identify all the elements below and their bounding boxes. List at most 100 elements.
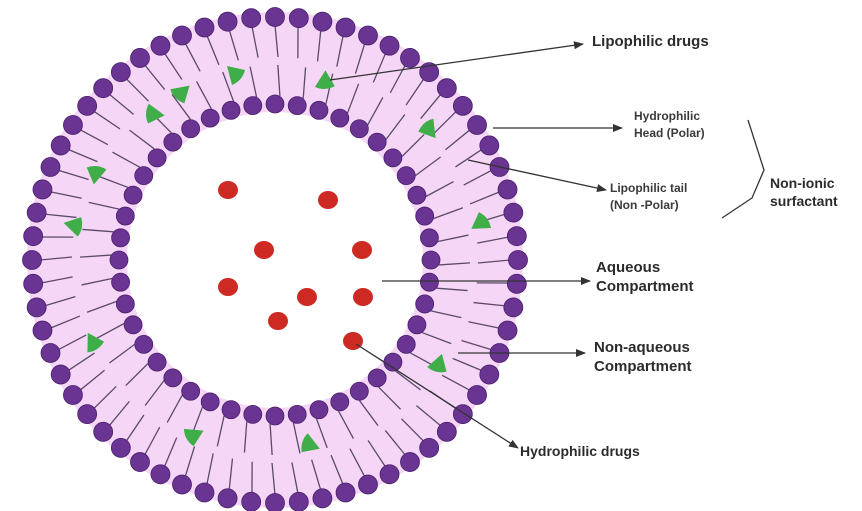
hydrophilic-head-icon xyxy=(266,8,285,27)
hydrophilic-head-icon xyxy=(33,180,52,199)
hydrophilic-head-icon xyxy=(182,382,200,400)
non-ionic-line2: surfactant xyxy=(770,192,838,210)
hydrophilic-drug-icon xyxy=(318,191,338,209)
hydrophilic-head-icon xyxy=(222,101,240,119)
hydrophilic-head-icon xyxy=(266,407,284,425)
hydrophilic-head-icon xyxy=(222,401,240,419)
hydrophilic-head-icon xyxy=(468,115,487,134)
hydrophilic-head-icon xyxy=(422,251,440,269)
hydrophilic-head-line2: Head (Polar) xyxy=(634,125,705,142)
hydrophilic-head-icon xyxy=(380,465,399,484)
hydrophilic-head-icon xyxy=(509,251,528,270)
hydrophilic-head-icon xyxy=(331,393,349,411)
hydrophilic-head-icon xyxy=(288,405,306,423)
hydrophilic-head-icon xyxy=(358,26,377,45)
hydrophilic-drug-icon xyxy=(254,241,274,259)
hydrophilic-head-icon xyxy=(182,120,200,138)
hydrophilic-head-icon xyxy=(51,136,70,155)
hydrophilic-head-icon xyxy=(480,136,499,155)
label-aqueous-compartment: Aqueous Compartment xyxy=(596,258,694,296)
non-aqueous-line2: Compartment xyxy=(594,357,692,376)
aqueous-line1: Aqueous xyxy=(596,258,694,277)
hydrophilic-head-icon xyxy=(148,353,166,371)
hydrophilic-head-icon xyxy=(453,405,472,424)
hydrophilic-head-icon xyxy=(164,369,182,387)
label-hydrophilic-drugs: Hydrophilic drugs xyxy=(520,442,640,461)
hydrophilic-drug-icon xyxy=(218,278,238,296)
hydrophilic-head-icon xyxy=(195,483,214,502)
hydrophilic-head-icon xyxy=(350,382,368,400)
hydrophilic-head-icon xyxy=(218,12,237,31)
hydrophilic-head-icon xyxy=(437,422,456,441)
hydrophilic-head-icon xyxy=(78,96,97,115)
label-lipophilic-tail: Lipophilic tail (Non -Polar) xyxy=(610,180,687,214)
hydrophilic-drug-icon xyxy=(353,288,373,306)
hydrophilic-head-icon xyxy=(453,96,472,115)
hydrophilic-head-icon xyxy=(130,48,149,67)
hydrophilic-head-icon xyxy=(401,48,420,67)
lipophilic-tail-line2: (Non -Polar) xyxy=(610,197,687,214)
hydrophilic-head-icon xyxy=(384,149,402,167)
label-non-aqueous-compartment: Non-aqueous Compartment xyxy=(594,338,692,376)
hydrophilic-head-icon xyxy=(358,475,377,494)
hydrophilic-head-icon xyxy=(310,401,328,419)
hydrophilic-head-icon xyxy=(111,438,130,457)
hydrophilic-head-icon xyxy=(289,492,308,511)
hydrophilic-head-icon xyxy=(218,489,237,508)
hydrophilic-head-icon xyxy=(78,405,97,424)
hydrophilic-head-icon xyxy=(288,97,306,115)
hydrophilic-head-icon xyxy=(201,109,219,127)
hydrophilic-head-icon xyxy=(124,186,142,204)
hydrophilic-head-icon xyxy=(420,438,439,457)
label-hydrophilic-head: Hydrophilic Head (Polar) xyxy=(634,108,705,142)
hydrophilic-head-icon xyxy=(116,207,134,225)
hydrophilic-head-icon xyxy=(289,9,308,28)
hydrophilic-head-icon xyxy=(401,453,420,472)
hydrophilic-head-icon xyxy=(380,36,399,55)
hydrophilic-head-icon xyxy=(368,133,386,151)
hydrophilic-drug-icon xyxy=(352,241,372,259)
non-ionic-line1: Non-ionic xyxy=(770,174,838,192)
hydrophilic-head-icon xyxy=(201,393,219,411)
hydrophilic-head-icon xyxy=(27,203,46,222)
hydrophilic-head-icon xyxy=(498,180,517,199)
hydrophilic-head-icon xyxy=(63,386,82,405)
aqueous-core xyxy=(127,112,423,408)
hydrophilic-head-icon xyxy=(112,273,130,291)
hydrophilic-head-icon xyxy=(266,494,285,511)
hydrophilic-head-icon xyxy=(195,18,214,37)
hydrophilic-head-icon xyxy=(111,63,130,82)
hydrophilic-head-icon xyxy=(310,101,328,119)
hydrophilic-drug-icon xyxy=(218,181,238,199)
hydrophilic-head-icon xyxy=(110,251,128,269)
hydrophilic-head-icon xyxy=(408,316,426,334)
hydrophilic-head-icon xyxy=(408,186,426,204)
hydrophilic-head-icon xyxy=(350,120,368,138)
hydrophilic-head-icon xyxy=(331,109,349,127)
label-non-ionic-surfactant: Non-ionic surfactant xyxy=(770,174,838,210)
hydrophilic-head-icon xyxy=(151,36,170,55)
lipophilic-tail-line1: Lipophilic tail xyxy=(610,180,687,197)
lipophilic-drugs-text: Lipophilic drugs xyxy=(592,32,709,51)
hydrophilic-head-icon xyxy=(266,95,284,113)
hydrophilic-head-icon xyxy=(94,422,113,441)
hydrophilic-head-icon xyxy=(148,149,166,167)
hydrophilic-head-icon xyxy=(416,295,434,313)
hydrophilic-head-line1: Hydrophilic xyxy=(634,108,705,125)
hydrophilic-head-icon xyxy=(24,274,43,293)
non-ionic-bracket xyxy=(722,120,764,218)
hydrophilic-head-icon xyxy=(507,274,526,293)
hydrophilic-drug-icon xyxy=(297,288,317,306)
hydrophilic-head-icon xyxy=(420,273,438,291)
hydrophilic-head-icon xyxy=(397,167,415,185)
hydrophilic-head-icon xyxy=(164,133,182,151)
hydrophilic-head-icon xyxy=(94,79,113,98)
hydrophilic-head-icon xyxy=(420,229,438,247)
hydrophilic-head-icon xyxy=(507,227,526,246)
hydrophilic-head-icon xyxy=(397,335,415,353)
hydrophilic-head-icon xyxy=(173,26,192,45)
hydrophilic-head-icon xyxy=(244,405,262,423)
hydrophilic-head-icon xyxy=(130,453,149,472)
hydrophilic-head-icon xyxy=(27,298,46,317)
